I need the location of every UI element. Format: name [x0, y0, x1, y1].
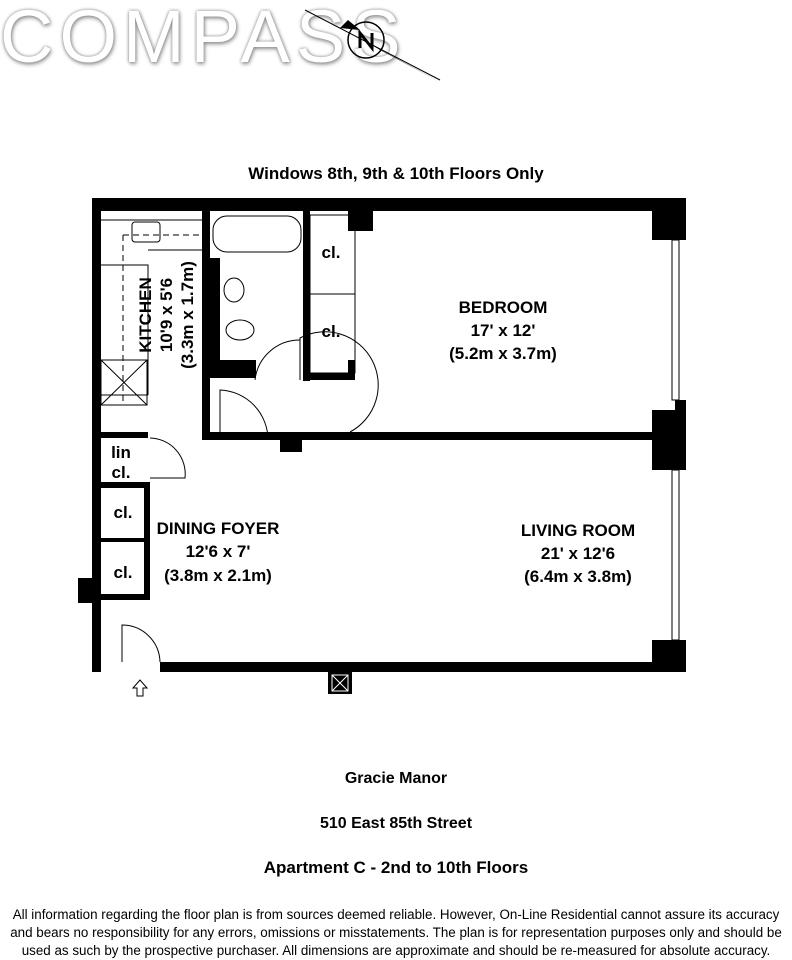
closet-label: cl. — [114, 563, 133, 582]
dining-size-ft: 12'6 x 7' — [186, 542, 251, 561]
entry-arrow-icon — [131, 679, 149, 697]
closet-label: cl. — [114, 503, 133, 522]
disclaimer-line: All information regarding the floor plan… — [12, 907, 780, 922]
living-name: LIVING ROOM — [521, 521, 635, 540]
building-name: Gracie Manor — [344, 770, 448, 787]
building-address: 510 East 85th Street — [319, 815, 473, 832]
windows-note: Windows 8th, 9th & 10th Floors Only — [248, 164, 544, 183]
kitchen-name: KITCHEN — [136, 277, 155, 353]
closet-label: cl. — [322, 243, 341, 262]
dining-size-m: (3.8m x 2.1m) — [164, 566, 272, 585]
closet-label: cl. — [322, 322, 341, 341]
floor-plan: BEDROOM 17' x 12' (5.2m x 3.7m) LIVING R… — [78, 198, 686, 697]
living-size-m: (6.4m x 3.8m) — [524, 567, 632, 586]
disclaimer-line: used as such by the prospective purchase… — [21, 943, 771, 958]
compass-rose-icon — [304, 9, 441, 82]
kitchen-size-ft: 10'9 x 5'6 — [157, 278, 176, 352]
bedroom-name: BEDROOM — [459, 298, 548, 317]
compass-logo: COMPASS — [0, 0, 407, 78]
linen-closet-label: lin — [111, 443, 131, 462]
bedroom-size-ft: 17' x 12' — [471, 321, 536, 340]
linen-closet-label-cl: cl. — [112, 463, 131, 482]
bedroom-size-m: (5.2m x 3.7m) — [449, 344, 557, 363]
disclaimer: All information regarding the floor plan… — [0, 906, 792, 960]
dining-name: DINING FOYER — [157, 519, 280, 538]
apartment-label: Apartment C - 2nd to 10th Floors — [263, 858, 529, 877]
kitchen-size-m: (3.3m x 1.7m) — [178, 261, 197, 369]
disclaimer-line: and bears no responsibility for any erro… — [10, 925, 782, 940]
living-size-ft: 21' x 12'6 — [541, 544, 615, 563]
